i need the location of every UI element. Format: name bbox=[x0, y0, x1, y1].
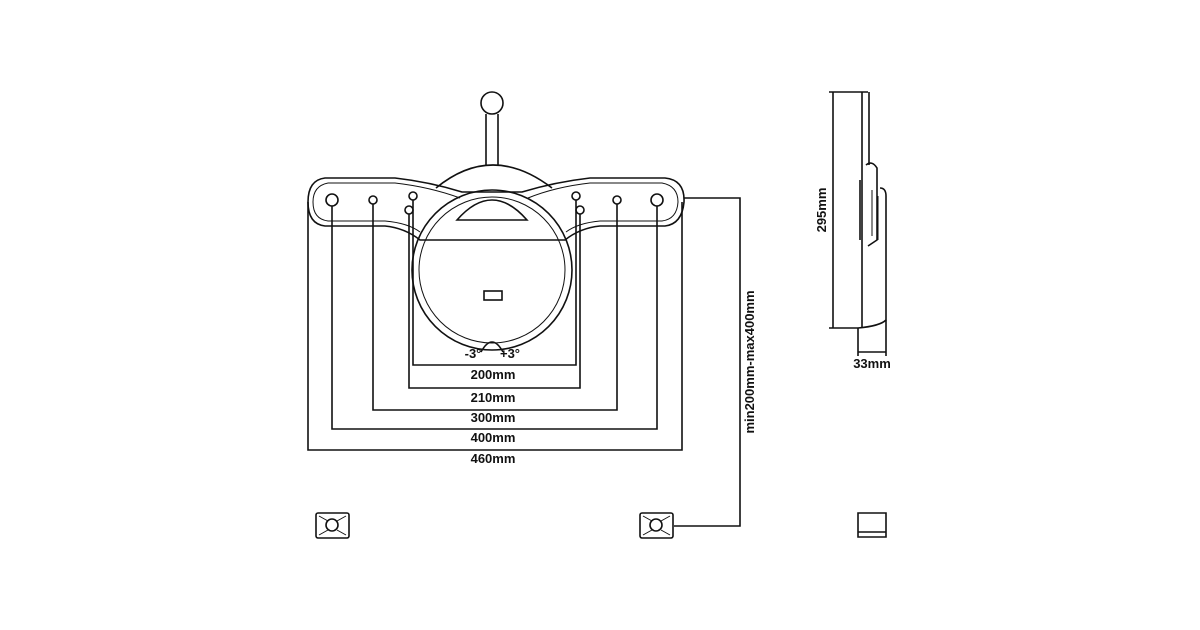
side-view: 295mm 33mm bbox=[814, 91, 891, 538]
tilt-minus-label: -3° bbox=[465, 346, 482, 361]
front-view: -3° +3° 200mm 210mm 300mm 400mm 460mm mi… bbox=[307, 91, 757, 539]
hanging-ring bbox=[480, 91, 504, 115]
width-label-300: 300mm bbox=[471, 410, 516, 425]
wall-plate bbox=[861, 92, 870, 328]
bracket-side bbox=[857, 162, 887, 329]
dim-depth bbox=[857, 320, 887, 356]
rod bbox=[485, 114, 499, 166]
dim-vertical bbox=[674, 197, 741, 527]
dim-400 bbox=[331, 206, 658, 430]
tilt-plus-label: +3° bbox=[500, 346, 520, 361]
dim-210 bbox=[408, 214, 581, 389]
top-segment bbox=[455, 199, 529, 221]
tilt-arc-icon bbox=[480, 341, 504, 353]
lower-bracket-left bbox=[315, 512, 350, 539]
mounting-holes bbox=[325, 191, 664, 215]
depth-label: 33mm bbox=[853, 356, 891, 371]
lower-bracket-side bbox=[857, 512, 887, 538]
bracket-plate bbox=[307, 177, 685, 241]
lower-bracket-right bbox=[639, 512, 674, 539]
dim-300 bbox=[372, 204, 618, 411]
upper-arc bbox=[435, 164, 553, 189]
center-disc bbox=[411, 189, 573, 351]
slot bbox=[483, 290, 503, 301]
dim-460 bbox=[307, 202, 683, 451]
width-label-400: 400mm bbox=[471, 430, 516, 445]
width-label-460: 460mm bbox=[471, 451, 516, 466]
dim-200 bbox=[412, 200, 577, 366]
height-label: 295mm bbox=[814, 188, 829, 233]
width-label-200: 200mm bbox=[471, 367, 516, 382]
vertical-range-label: min200mm-max400mm bbox=[742, 290, 757, 433]
width-label-210: 210mm bbox=[471, 390, 516, 405]
